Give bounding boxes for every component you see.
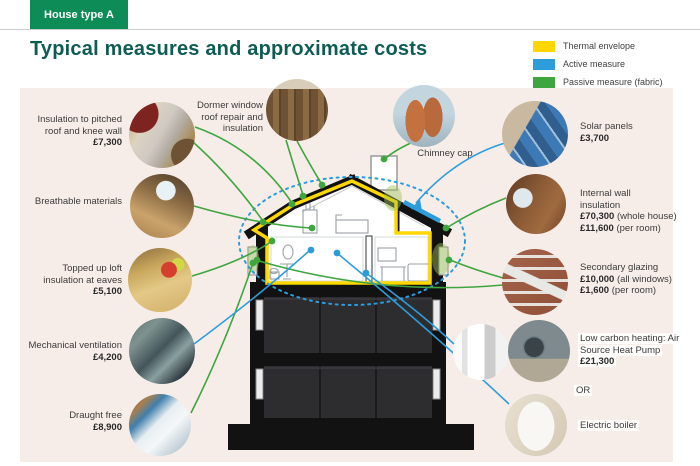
measure-price: £5,100 <box>92 286 122 297</box>
measure-name: Insulation to pitched roof and knee wall <box>37 114 122 137</box>
legend-item-thermal: Thermal envelope <box>533 40 663 52</box>
label-electric-boiler: Electric boiler <box>578 420 668 432</box>
measure-name: Low carbon heating: Air Source Heat Pump <box>578 333 682 356</box>
label-chimney-cap: Chimney cap <box>400 148 490 160</box>
price-line: £10,000 (all windows) <box>580 274 683 286</box>
attic-furniture <box>302 203 369 234</box>
measure-name: Electric boiler <box>578 420 640 431</box>
legend-label-thermal: Thermal envelope <box>563 41 636 51</box>
measure-name: Internal wall insulation <box>580 188 631 211</box>
active-connectors <box>193 142 510 405</box>
photo-draught-proofing <box>129 394 191 456</box>
photo-electric-boiler <box>505 394 567 456</box>
house-illustration <box>228 155 474 450</box>
measure-price: £8,900 <box>92 421 122 433</box>
photo-breathable-materials <box>130 174 194 238</box>
measure-name: Draught free <box>69 410 122 421</box>
label-secondary-glazing: Secondary glazing £10,000 (all windows) … <box>580 262 683 297</box>
highlight-glows <box>247 185 450 275</box>
legend-label-passive: Passive measure (fabric) <box>563 77 663 87</box>
measure-price: £70,300 <box>580 211 615 222</box>
measure-price: £7,300 <box>92 137 122 148</box>
measure-name: Chimney cap <box>417 148 473 159</box>
price-line: £11,600 (per room) <box>580 223 683 235</box>
photo-roof-insulation <box>129 102 195 168</box>
measure-name: Breathable materials <box>34 196 122 207</box>
connector-lines <box>190 126 510 414</box>
legend-item-active: Active measure <box>533 58 663 70</box>
building-plinth <box>228 424 474 450</box>
legend-swatch-passive <box>533 76 555 88</box>
price-note: (per room) <box>613 222 661 234</box>
label-breathable-materials: Breathable materials <box>22 196 122 208</box>
price-line: £1,600 (per room) <box>580 285 683 297</box>
thermal-envelope-line <box>250 179 432 285</box>
label-dormer-window: Dormer window roof repair and insulation <box>183 100 263 135</box>
photo-chimney-cap <box>393 85 455 147</box>
measure-name: Secondary glazing <box>580 262 659 273</box>
label-roof-insulation: Insulation to pitched roof and knee wall… <box>22 114 122 149</box>
photo-mechanical-ventilation <box>129 318 195 384</box>
legend-label-active: Active measure <box>563 59 626 69</box>
house-type-badge: House type A <box>30 0 128 29</box>
price-line: £70,300 (whole house) <box>580 211 683 223</box>
legend-swatch-thermal <box>533 40 555 52</box>
legend-swatch-active <box>533 58 555 70</box>
photo-hot-water-cylinder <box>453 324 509 380</box>
measure-name: Topped up loft insulation at eaves <box>43 263 122 286</box>
top-flat-interior <box>268 234 431 282</box>
measure-name: Mechanical ventilation <box>28 340 122 351</box>
price-note: (all windows) <box>614 273 672 285</box>
flat-boundary-ellipse <box>238 176 466 306</box>
active-dots <box>307 199 422 277</box>
passive-dots <box>249 155 453 267</box>
measure-name: Solar panels <box>580 121 633 132</box>
photo-heat-pump <box>508 320 570 382</box>
measure-price: £4,200 <box>92 351 122 363</box>
measure-price: £10,000 <box>580 273 615 285</box>
photo-loft-insulation <box>128 248 192 312</box>
label-draught-free: Draught free £8,900 <box>22 410 122 433</box>
measure-price: £21,300 <box>578 356 617 367</box>
photo-secondary-glazing <box>502 249 568 315</box>
or-text: OR <box>574 385 593 396</box>
label-loft-insulation: Topped up loft insulation at eaves £5,10… <box>22 263 122 298</box>
label-heat-pump: Low carbon heating: Air Source Heat Pump… <box>578 333 683 368</box>
label-internal-wall-insulation: Internal wall insulation £70,300 (whole … <box>580 188 683 234</box>
page-title: Typical measures and approximate costs <box>30 38 428 60</box>
price-note: (whole house) <box>614 211 677 222</box>
label-solar-panels: Solar panels £3,700 <box>580 121 685 144</box>
price-note: (per room) <box>609 285 657 296</box>
measure-price: £11,600 <box>580 222 614 234</box>
legend: Thermal envelope Active measure Passive … <box>533 40 663 94</box>
label-mechanical-ventilation: Mechanical ventilation £4,200 <box>22 340 122 363</box>
photo-solar-panels <box>502 101 568 167</box>
photo-dormer-window <box>266 79 328 141</box>
solar-arrowhead <box>411 199 422 211</box>
measure-price: £3,700 <box>580 132 610 144</box>
measure-name: Dormer window roof repair and insulation <box>197 100 263 134</box>
solar-strip <box>402 200 442 223</box>
header-divider <box>0 29 700 30</box>
photo-internal-wall-insulation <box>506 174 566 234</box>
label-or: OR <box>574 385 614 397</box>
measure-price: £1,600 <box>580 285 610 296</box>
legend-item-passive: Passive measure (fabric) <box>533 76 663 88</box>
